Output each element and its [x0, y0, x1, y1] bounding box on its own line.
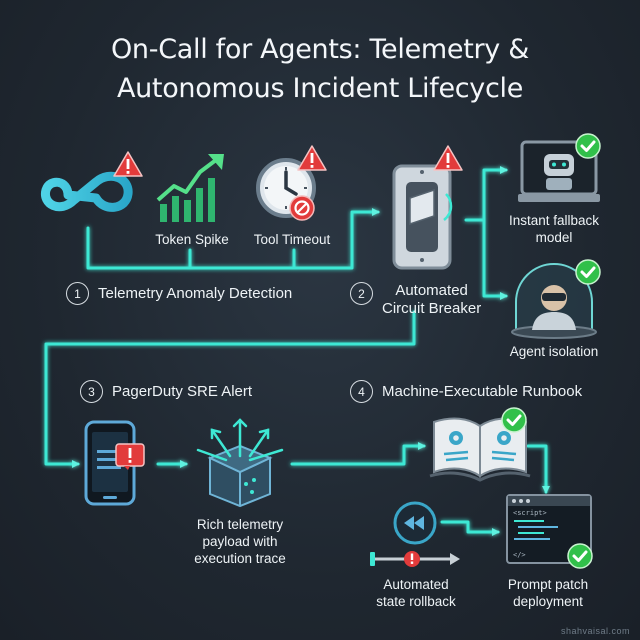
step-1-label: Telemetry Anomaly Detection — [98, 284, 293, 302]
trend-chart-icon — [156, 154, 224, 222]
title-line-2: Autonomous Incident Lifecycle — [116, 73, 524, 104]
check-icon — [501, 407, 527, 433]
step-4-label: Machine-Executable Runbook — [382, 382, 583, 400]
robot-dome-icon — [511, 263, 597, 339]
watermark: shahvaisal.com — [560, 626, 630, 636]
rollback-label-line-1: Automated — [383, 577, 449, 592]
patch-label-line-1: Prompt patch — [507, 577, 589, 592]
fallback-label-line-1: Instant fallback — [508, 213, 600, 228]
payload-label-line-3: execution trace — [194, 551, 286, 566]
connector-rewind-code — [440, 520, 500, 536]
patch-label: Prompt patch deployment — [490, 576, 606, 610]
title-line-1: On-Call for Agents: Telemetry & — [110, 34, 529, 65]
page-title: On-Call for Agents: Telemetry & Autonomo… — [0, 30, 640, 108]
warning-icon — [115, 443, 145, 470]
isolation-label: Agent isolation — [509, 344, 599, 359]
infinity-icon — [41, 171, 133, 212]
step-2-label-line-2: Circuit Breaker — [382, 300, 482, 317]
token-spike-label: Token Spike — [155, 232, 229, 247]
step-3: 3 PagerDuty SRE Alert — [80, 380, 252, 403]
fallback-label: Instant fallback model — [496, 212, 612, 246]
step-3-number: 3 — [80, 380, 103, 403]
step-2-number: 2 — [350, 282, 373, 305]
rewind-icon — [393, 501, 437, 545]
connector-to-isolation — [482, 218, 508, 300]
step-4-number: 4 — [350, 380, 373, 403]
check-icon — [575, 259, 601, 285]
window-titlebar — [508, 496, 590, 506]
patch-label-line-2: deployment — [513, 594, 583, 609]
blocked-icon — [289, 195, 315, 221]
connector-to-alert — [44, 310, 416, 468]
code-close-tag: </> — [513, 551, 526, 559]
payload-label-line-2: payload with — [202, 534, 278, 549]
payload-label: Rich telemetry payload with execution tr… — [180, 516, 300, 567]
check-icon — [567, 543, 593, 569]
step-2-label-line-1: Automated — [395, 282, 468, 299]
warning-icon — [297, 145, 327, 171]
tool-timeout-label: Tool Timeout — [253, 232, 331, 247]
payload-label-line-1: Rich telemetry — [196, 517, 284, 532]
code-lines — [508, 518, 590, 552]
step-2: 2 Automated Circuit Breaker — [350, 282, 481, 318]
warning-icon — [113, 151, 143, 177]
step-3-label: PagerDuty SRE Alert — [112, 382, 253, 400]
rollback-label-line-2: state rollback — [376, 594, 456, 609]
switch-icon — [392, 164, 453, 270]
connector-to-fallback — [464, 166, 508, 222]
fallback-label-line-2: model — [535, 230, 573, 245]
connector-runbook-code — [526, 444, 550, 494]
step-4: 4 Machine-Executable Runbook — [350, 380, 582, 403]
connector-telemetry-bus — [86, 208, 380, 270]
step-1: 1 Telemetry Anomaly Detection — [66, 282, 292, 305]
code-tag: <script> — [513, 509, 547, 517]
box-icon — [196, 418, 284, 508]
code-window-icon: <script> </> — [506, 494, 592, 564]
warning-icon — [433, 145, 463, 171]
connector-box-runbook — [290, 442, 426, 466]
rollback-label: Automated state rollback — [360, 576, 472, 610]
book-gears-icon — [429, 417, 531, 482]
slider-icon — [370, 551, 460, 567]
check-icon — [575, 133, 601, 159]
step-1-number: 1 — [66, 282, 89, 305]
robot-laptop-icon — [518, 140, 600, 202]
